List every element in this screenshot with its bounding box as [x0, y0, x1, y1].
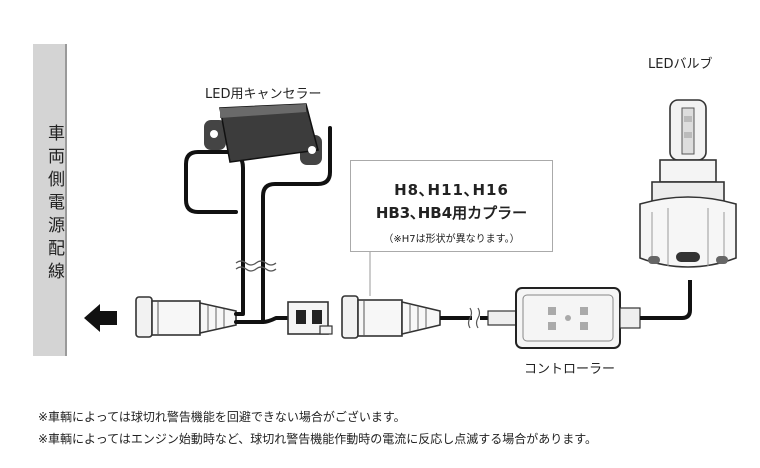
canceller-label: LED用キャンセラー — [205, 87, 322, 102]
vehicle-power-wiring-label: 車両側電源配線 — [33, 44, 67, 356]
footnote: ※車輌によっては球切れ警告機能を回避できない場合がございます。 — [38, 410, 406, 424]
footnotes: ※車輌によっては球切れ警告機能を回避できない場合がございます。 ※車輌によっては… — [38, 406, 597, 450]
footnote: ※車輌によってはエンジン始動時など、球切れ警告機能作動時の電流に反応し点滅する場… — [38, 432, 598, 446]
controller-box — [515, 287, 641, 349]
coupler-callout: H8､H11､H16 HB3､HB4用カプラー （※H7は形状が異なります。） — [350, 160, 553, 252]
controller-label: コントローラー — [524, 362, 616, 377]
middle-connector — [287, 295, 441, 339]
led-bulb-label: LEDバルブ — [648, 57, 713, 72]
callout-line-2: HB3､HB4用カプラー — [375, 204, 528, 222]
direction-arrow-icon — [84, 304, 117, 332]
vehicle-connector — [135, 296, 237, 338]
canceller-box — [204, 103, 322, 165]
side-power-text: 車両側電源配線 — [44, 124, 64, 285]
wire-break-mark — [235, 260, 277, 272]
wire-break-mark — [467, 307, 481, 329]
led-bulb — [639, 99, 737, 268]
callout-line-3: （※H7は形状が異なります。） — [383, 234, 520, 245]
callout-line-1: H8､H11､H16 — [394, 181, 509, 199]
controller-output-wire — [640, 280, 692, 320]
